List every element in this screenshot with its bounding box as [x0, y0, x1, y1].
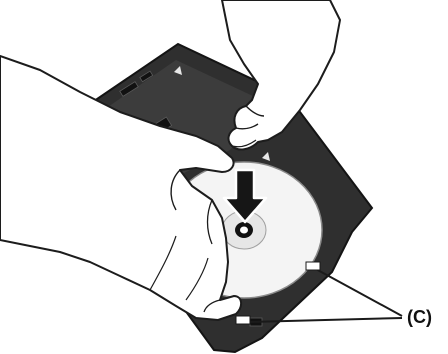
disc-hole: [240, 227, 248, 234]
callout-marker-lower: [236, 316, 250, 324]
callout-line-upper: [314, 268, 402, 316]
callout-marker-upper: [306, 262, 320, 270]
callout-label-c: (C): [407, 307, 432, 327]
